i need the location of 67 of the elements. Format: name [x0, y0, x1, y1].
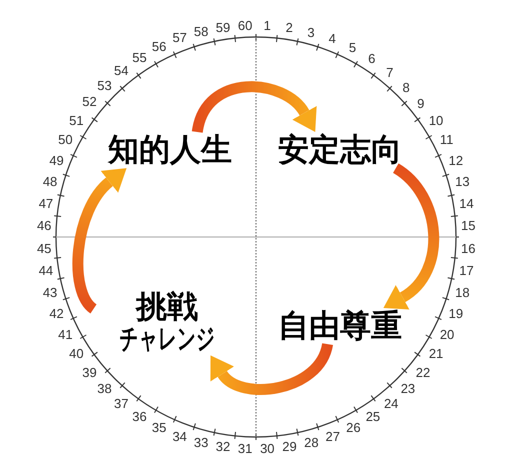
dial-number: 22 [416, 366, 430, 378]
dial-number: 4 [328, 32, 336, 46]
curved-arrow [384, 164, 440, 310]
dial-number: 2 [286, 21, 293, 34]
dial-number: 47 [38, 197, 54, 210]
dial-number: 29 [282, 440, 297, 454]
quadrant-label: 挑戦 [134, 290, 199, 324]
dial-number: 55 [132, 50, 147, 64]
dial-number: 39 [82, 366, 97, 378]
dial-number: 5 [348, 41, 356, 54]
dial-number: 18 [455, 286, 470, 299]
dial-number: 31 [238, 442, 252, 456]
dial-number: 50 [58, 133, 73, 146]
dial-number: 46 [36, 219, 52, 232]
dial-number: 52 [82, 95, 97, 108]
dial-number: 9 [417, 97, 424, 110]
dial-number: 58 [194, 24, 208, 38]
dial-number: 11 [440, 133, 454, 146]
dial-number: 20 [440, 328, 454, 341]
dial-number: 32 [216, 440, 230, 454]
dial-number: 1 [264, 19, 271, 32]
dial-number: 59 [216, 20, 230, 34]
quadrant-label: 安定志向 [278, 133, 402, 168]
dial-number: 6 [368, 52, 376, 66]
dial-number: 33 [194, 436, 208, 450]
dial-number: 48 [42, 175, 58, 188]
dial-number: 42 [49, 307, 64, 320]
dial-number: 16 [461, 242, 476, 255]
dial-number: 15 [461, 219, 476, 232]
dial-number: 56 [152, 40, 166, 53]
dial-number: 54 [114, 64, 128, 77]
dial-number: 43 [42, 286, 58, 299]
dial-number: 7 [386, 66, 394, 79]
dial-number: 19 [448, 307, 464, 320]
dial-number: 35 [152, 421, 166, 434]
dial-number: 53 [97, 78, 112, 92]
dial-number: 41 [58, 328, 73, 341]
quadrant-label: 知的人生 [108, 133, 232, 168]
curved-arrow [72, 166, 126, 313]
dial-number: 45 [36, 242, 52, 255]
dial-number: 36 [132, 410, 147, 424]
dial-number: 38 [97, 382, 112, 396]
dial-number: 3 [307, 26, 315, 39]
quadrant-label: 自由尊重 [278, 309, 402, 344]
dial-number: 12 [448, 154, 464, 167]
dial-number: 51 [69, 114, 84, 127]
dial-number: 60 [238, 18, 252, 32]
dial-number: 40 [69, 347, 84, 360]
dial-number: 44 [38, 264, 54, 277]
dial-number: 17 [459, 264, 474, 277]
dial-number: 28 [304, 436, 319, 450]
dial-number: 14 [459, 197, 474, 210]
dial-number: 23 [400, 382, 416, 396]
dial-number: 24 [384, 397, 398, 410]
dial-number: 8 [402, 80, 410, 94]
dial-number: 25 [366, 410, 380, 424]
dial-number: 13 [455, 175, 470, 188]
dial-number: 21 [428, 347, 444, 360]
dial-number: 10 [428, 114, 444, 127]
dial-number: 30 [260, 442, 275, 456]
dial-number: 37 [114, 397, 128, 410]
dial-number: 27 [326, 430, 340, 443]
dial-number: 57 [172, 31, 187, 44]
dial-number: 26 [346, 421, 361, 434]
dial-number: 49 [49, 154, 64, 167]
dial-number: 34 [172, 430, 187, 443]
sub-label: チャレンジ [119, 324, 215, 354]
